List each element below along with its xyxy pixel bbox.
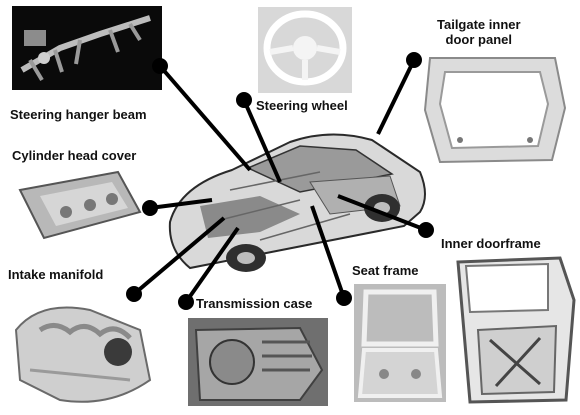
label-intake-manifold: Intake manifold [8, 267, 104, 282]
leader-seat-frame [310, 205, 346, 299]
label-tailgate-inner-door-panel: Tailgate inner door panel [437, 17, 521, 47]
leader-intake-manifold [132, 216, 226, 296]
label-tailgate-line-1: Tailgate inner [437, 17, 521, 32]
label-transmission-case: Transmission case [196, 296, 313, 311]
leader-inner-doorframe [337, 194, 427, 232]
leader-steering-hanger-beam [158, 64, 252, 172]
label-tailgate-line-2: door panel [445, 32, 512, 47]
leader-steering-wheel [242, 99, 282, 183]
leader-cylinder-head-cover [149, 198, 213, 210]
label-steering-hanger-beam: Steering hanger beam [10, 107, 147, 122]
label-steering-wheel: Steering wheel [256, 98, 348, 113]
leader-tailgate-inner-door-panel [376, 59, 416, 135]
leader-transmission-case [184, 226, 240, 304]
label-cylinder-head-cover: Cylinder head cover [12, 148, 137, 163]
label-inner-doorframe: Inner doorframe [441, 236, 541, 251]
label-seat-frame: Seat frame [352, 263, 419, 278]
